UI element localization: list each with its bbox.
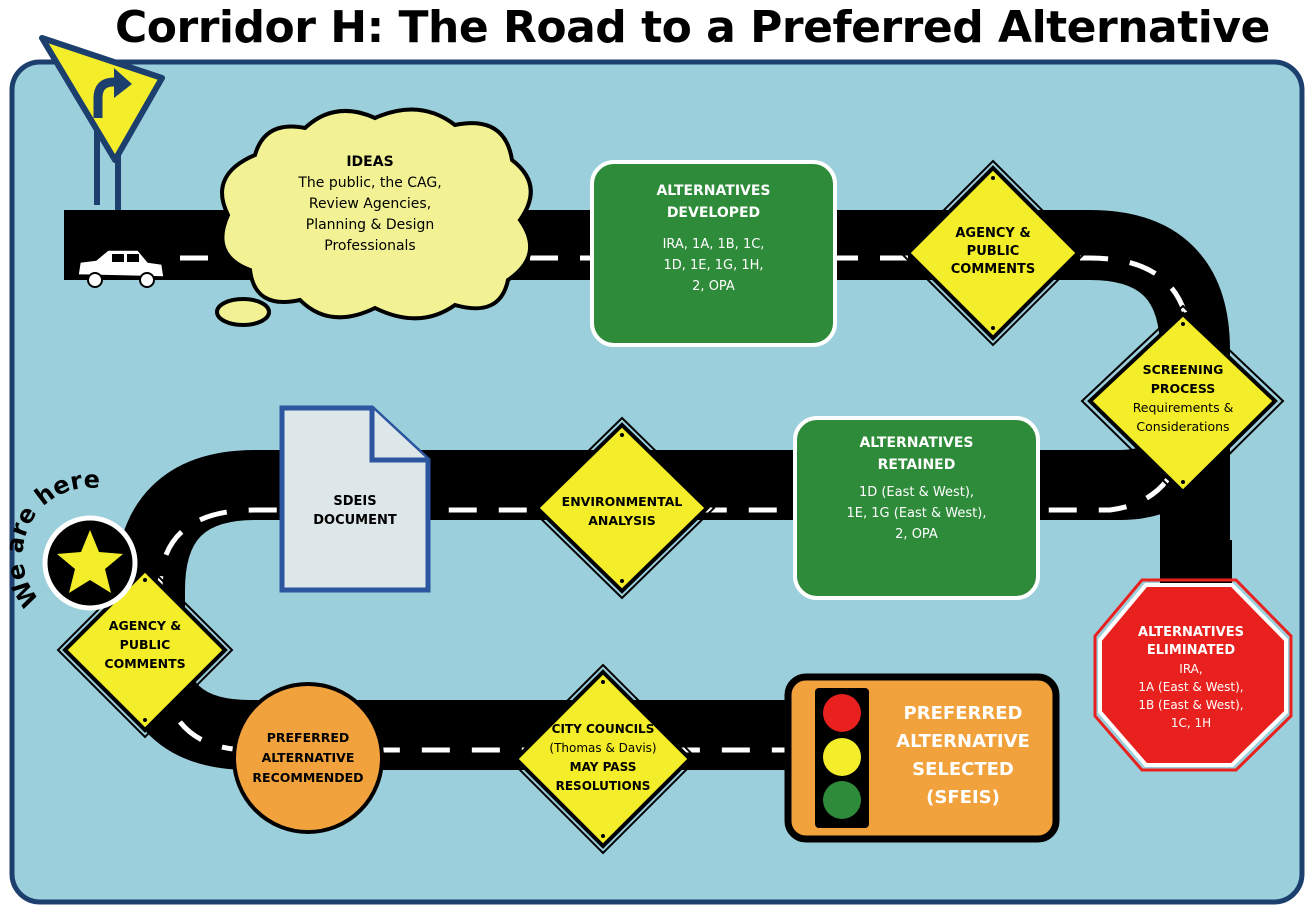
environmental-analysis-sign xyxy=(528,416,716,600)
alternatives-eliminated-line: IRA, xyxy=(1179,662,1203,676)
alternatives-eliminated-stop-sign xyxy=(1093,578,1293,772)
car-icon xyxy=(77,249,165,288)
preferred-selected-label: PREFERRED ALTERNATIVE SELECTED (SFEIS) xyxy=(878,700,1048,812)
alternatives-retained-heading: ALTERNATIVES xyxy=(859,435,974,451)
alternatives-eliminated-line: 1C, 1H xyxy=(1170,716,1212,730)
alternatives-eliminated-heading: ALTERNATIVES xyxy=(1138,625,1244,640)
screening-process-sign xyxy=(1080,304,1285,502)
city-councils-line: RESOLUTIONS xyxy=(555,779,651,793)
alternatives-developed-line: IRA, 1A, 1B, 1C, xyxy=(662,237,765,252)
preferred-selected-line: SELECTED xyxy=(912,759,1014,780)
curve-arrow-sign-icon xyxy=(39,35,165,210)
agency-comments-line: AGENCY & xyxy=(955,226,1031,241)
alternatives-retained-label: ALTERNATIVES RETAINED 1D (East & West), … xyxy=(798,432,1035,545)
page-title: Corridor H: The Road to a Preferred Alte… xyxy=(115,2,1270,53)
alternatives-retained-line: 1D (East & West), xyxy=(858,485,975,500)
alternatives-retained-line: 1E, 1G (East & West), xyxy=(846,506,987,521)
environmental-analysis-line: ENVIRONMENTAL xyxy=(561,494,683,509)
ideas-label: IDEAS The public, the CAG, Review Agenci… xyxy=(265,152,475,257)
ideas-cloud xyxy=(215,107,533,327)
city-councils-line: (Thomas & Davis) xyxy=(549,741,657,755)
ideas-line: Professionals xyxy=(324,238,416,254)
agency-comments-line: PUBLIC xyxy=(966,244,1020,259)
alternatives-developed-label: ALTERNATIVES DEVELOPED IRA, 1A, 1B, 1C, … xyxy=(595,180,832,297)
alternatives-retained-box xyxy=(793,416,1040,600)
we-are-here-star-icon xyxy=(42,515,138,611)
lane-markings xyxy=(157,255,1193,753)
alternatives-eliminated-label: ALTERNATIVES ELIMINATED IRA, 1A (East & … xyxy=(1112,624,1270,732)
preferred-recommended-line: PREFERRED xyxy=(266,730,350,745)
alternatives-developed-heading: DEVELOPED xyxy=(666,205,761,221)
sdeis-document-line: DOCUMENT xyxy=(313,513,397,528)
preferred-selected-line: ALTERNATIVE xyxy=(896,731,1030,752)
preferred-recommended-circle xyxy=(232,682,384,834)
agency-comments-line: AGENCY & xyxy=(108,618,182,633)
traffic-light-icon xyxy=(815,688,869,828)
alternatives-developed-heading: ALTERNATIVES xyxy=(656,183,771,199)
screening-line: Requirements & xyxy=(1132,400,1234,415)
preferred-recommended-label: PREFERRED ALTERNATIVE RECOMMENDED xyxy=(243,728,373,788)
environmental-analysis-line: ANALYSIS xyxy=(588,513,656,528)
agency-comments-left-sign xyxy=(56,561,234,739)
sdeis-document-icon xyxy=(279,405,431,593)
alternatives-eliminated-line: 1B (East & West), xyxy=(1138,698,1244,712)
alternatives-retained-line: 2, OPA xyxy=(895,527,938,542)
screening-line: Considerations xyxy=(1136,419,1230,434)
screening-process-label: SCREENING PROCESS Requirements & Conside… xyxy=(1113,360,1253,436)
agency-comments-line: PUBLIC xyxy=(119,637,171,652)
alternatives-developed-box xyxy=(590,160,837,347)
alternatives-eliminated-line: 1A (East & West), xyxy=(1138,680,1244,694)
alternatives-eliminated-heading: ELIMINATED xyxy=(1146,643,1236,658)
ideas-line: Planning & Design xyxy=(305,217,435,233)
sdeis-document-label: SDEIS DOCUMENT xyxy=(290,492,420,530)
alternatives-developed-line: 1D, 1E, 1G, 1H, xyxy=(663,258,764,273)
alternatives-developed-line: 2, OPA xyxy=(692,279,735,294)
city-councils-label: CITY COUNCILS (Thomas & Davis) MAY PASS … xyxy=(528,720,678,796)
agency-comments-line: COMMENTS xyxy=(950,262,1036,277)
ideas-heading: IDEAS xyxy=(346,154,394,170)
sdeis-document-line: SDEIS xyxy=(333,494,377,509)
screening-heading: SCREENING xyxy=(1142,362,1224,377)
preferred-recommended-line: ALTERNATIVE xyxy=(261,750,355,765)
preferred-recommended-line: RECOMMENDED xyxy=(252,770,364,785)
screening-heading: PROCESS xyxy=(1150,381,1216,396)
preferred-selected-line: (SFEIS) xyxy=(926,787,1000,808)
agency-comments-top-sign xyxy=(899,159,1087,347)
agency-comments-left-label: AGENCY & PUBLIC COMMENTS xyxy=(88,616,202,673)
city-councils-line: CITY COUNCILS xyxy=(551,722,655,736)
city-councils-sign xyxy=(507,663,699,855)
agency-comments-top-label: AGENCY & PUBLIC COMMENTS xyxy=(933,225,1053,279)
environmental-analysis-label: ENVIRONMENTAL ANALYSIS xyxy=(542,492,702,530)
ideas-line: Review Agencies, xyxy=(308,196,432,212)
ideas-line: The public, the CAG, xyxy=(298,175,442,191)
sign-dots xyxy=(143,176,1185,838)
city-councils-line: MAY PASS xyxy=(569,760,637,774)
preferred-selected-line: PREFERRED xyxy=(903,703,1023,724)
agency-comments-line: COMMENTS xyxy=(104,656,186,671)
alternatives-retained-heading: RETAINED xyxy=(877,457,956,473)
